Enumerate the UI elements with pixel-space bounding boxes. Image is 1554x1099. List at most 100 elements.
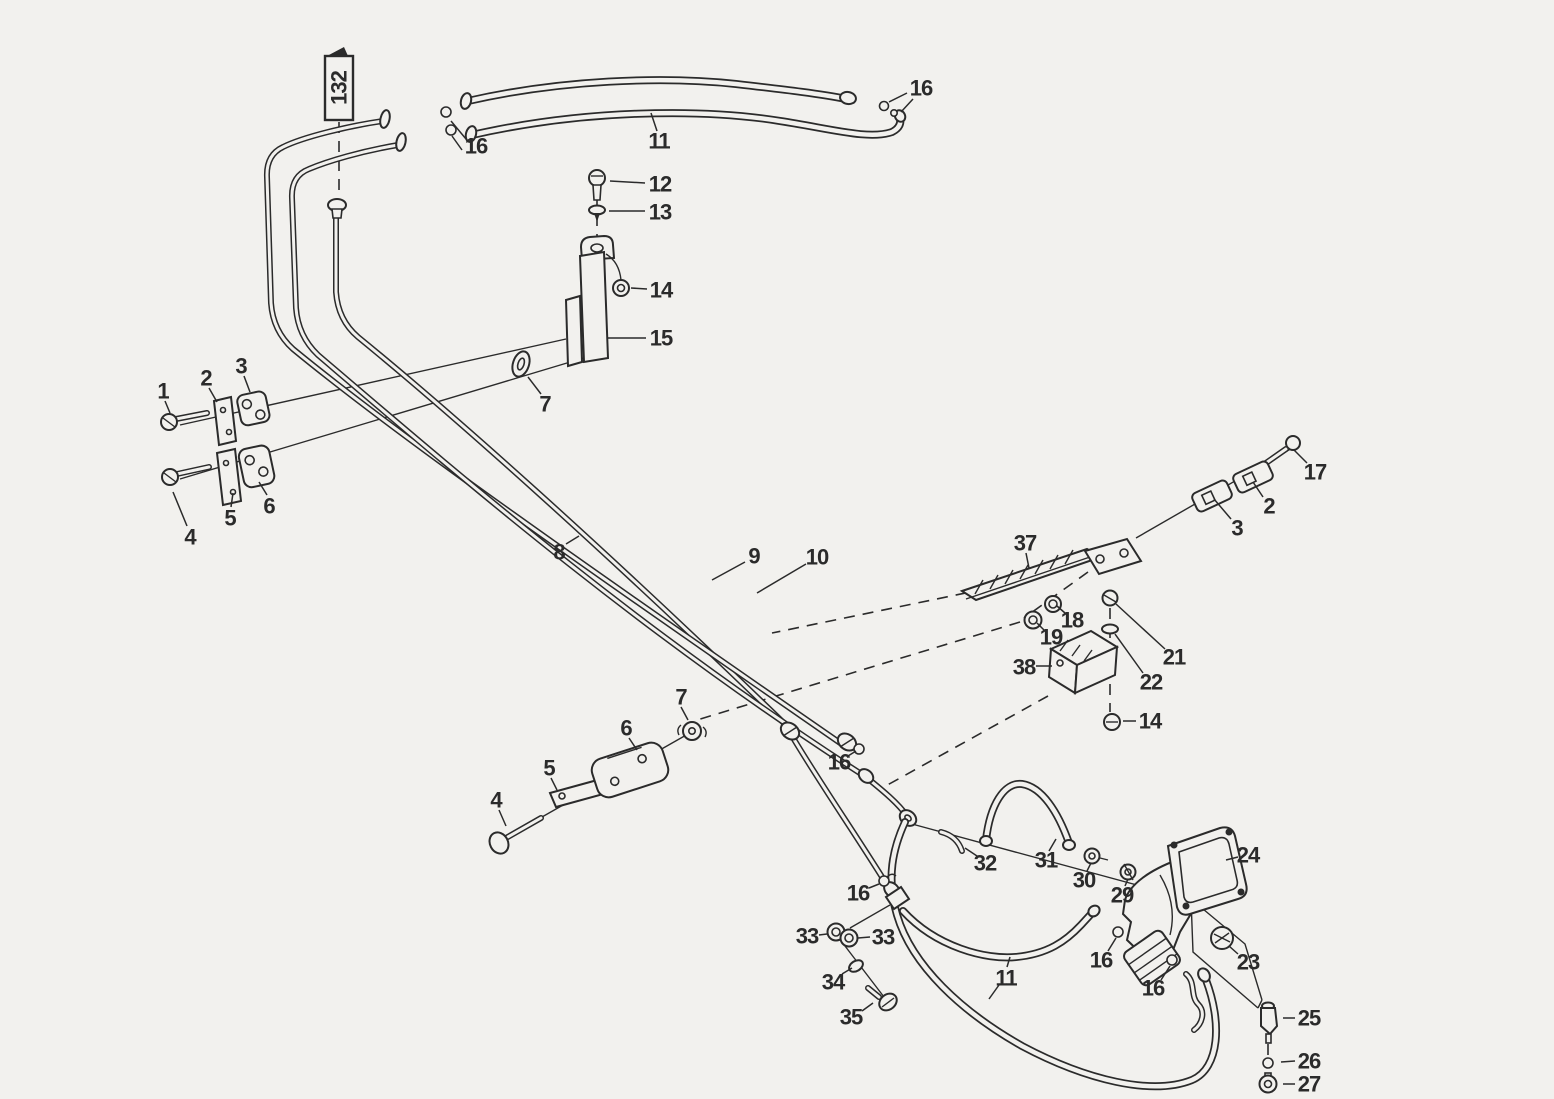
leader-line (527, 376, 542, 395)
bolt-17-head (1285, 435, 1301, 451)
hose-fitting (459, 92, 473, 110)
part-number: 15 (650, 326, 673, 351)
bracket-38-side (1073, 645, 1119, 695)
leader-line (1252, 481, 1264, 498)
callout-18: 18 (1056, 605, 1085, 633)
left-clamp-cluster (160, 390, 276, 507)
pedal-37 (959, 537, 1143, 602)
leader-line (550, 777, 558, 791)
part-number: 17 (1304, 460, 1327, 485)
pedal-hardware (1023, 589, 1121, 731)
part-number: 4 (490, 788, 503, 813)
part-number: 4 (184, 525, 197, 550)
callout-27: 27 (1283, 1072, 1322, 1097)
callout-16: 16 (828, 750, 857, 775)
callout-12: 12 (609, 172, 673, 197)
pipe-9 (265, 119, 848, 749)
washer-22 (1101, 623, 1119, 635)
callout-23: 23 (1228, 945, 1261, 975)
hose-fitting (1087, 904, 1101, 918)
callout-4: 4 (172, 491, 198, 550)
leader-line (172, 491, 188, 527)
leader-line (1160, 965, 1171, 981)
callout-33: 33 (857, 925, 896, 950)
upper-hoses (379, 76, 907, 152)
leader-line (888, 92, 908, 103)
callout-8: 8 (553, 535, 580, 565)
leader-line (900, 98, 914, 113)
part-number: 10 (806, 545, 829, 570)
leader-line (498, 809, 507, 827)
callout-32: 32 (964, 847, 998, 876)
part-number: 14 (650, 278, 674, 303)
part-number: 11 (995, 966, 1017, 991)
leader-line (1056, 605, 1066, 614)
leader-line (565, 535, 580, 545)
callout-24: 24 (1225, 843, 1262, 868)
leader-line (1048, 838, 1057, 852)
leader-line (208, 387, 218, 403)
valve-assembly (1112, 826, 1279, 1094)
callout-6: 6 (620, 716, 638, 751)
seal-ring-16 (878, 875, 890, 887)
callout-31: 31 (1035, 838, 1059, 873)
leader-line (451, 135, 463, 151)
ref-number: 132 (327, 70, 352, 104)
bolt-12-head (588, 169, 606, 187)
callout-16: 16 (847, 881, 880, 906)
bolt-12-shaft (592, 184, 602, 201)
part-number: 16 (910, 76, 933, 101)
inline-fittings (1083, 847, 1137, 881)
callout-19: 19 (1036, 622, 1064, 650)
pipe-flare (379, 109, 391, 129)
callout-13: 13 (609, 200, 673, 225)
pipe-end-fittings (779, 721, 918, 827)
part-number: 25 (1298, 1006, 1321, 1031)
part-number: 34 (822, 970, 846, 995)
callout-2: 2 (1252, 481, 1276, 519)
leader-line (1025, 552, 1030, 569)
part-number: 7 (539, 392, 551, 417)
part-number: 19 (1040, 625, 1063, 650)
leader-line (628, 737, 638, 751)
mounting-plate (1190, 898, 1263, 1009)
part-number: 16 (828, 750, 851, 775)
part-number: 24 (1237, 843, 1261, 868)
part-number: 18 (1061, 608, 1084, 633)
part-number: 3 (235, 354, 247, 379)
bleeder-25 (1260, 1007, 1279, 1036)
elbow-32 (939, 830, 964, 853)
seal-ring-16 (889, 109, 898, 118)
leader-line (1213, 498, 1232, 520)
part-number: 23 (1237, 950, 1260, 975)
callout-1: 1 (157, 379, 171, 414)
leader-line (841, 967, 853, 975)
leader-line (756, 563, 807, 594)
seal-ring-16 (1166, 954, 1178, 966)
part-number: 16 (1090, 948, 1113, 973)
part-number: 9 (748, 544, 760, 569)
hose-11-top-a (465, 77, 849, 104)
leader-line (1114, 633, 1144, 674)
bracket-15-back (564, 294, 584, 368)
part-number: 26 (1298, 1049, 1321, 1074)
callout-17: 17 (1293, 449, 1328, 485)
callout-37: 37 (1014, 531, 1038, 569)
clamp-6 (237, 444, 276, 489)
leader-line (1228, 945, 1239, 955)
part-number: 6 (263, 494, 275, 519)
callout-21: 21 (1115, 603, 1187, 670)
part-number: 16 (465, 134, 488, 159)
leader-line (861, 1002, 874, 1012)
callout-15: 15 (608, 326, 674, 351)
seal-ring-16 (878, 100, 890, 112)
leader-line (857, 936, 871, 939)
leader-line (164, 400, 171, 414)
leader-line (1293, 449, 1308, 464)
clamp-6-body (590, 741, 670, 799)
hose-fitting (839, 90, 857, 106)
part-number: 12 (649, 172, 672, 197)
callout-4: 4 (490, 788, 507, 827)
